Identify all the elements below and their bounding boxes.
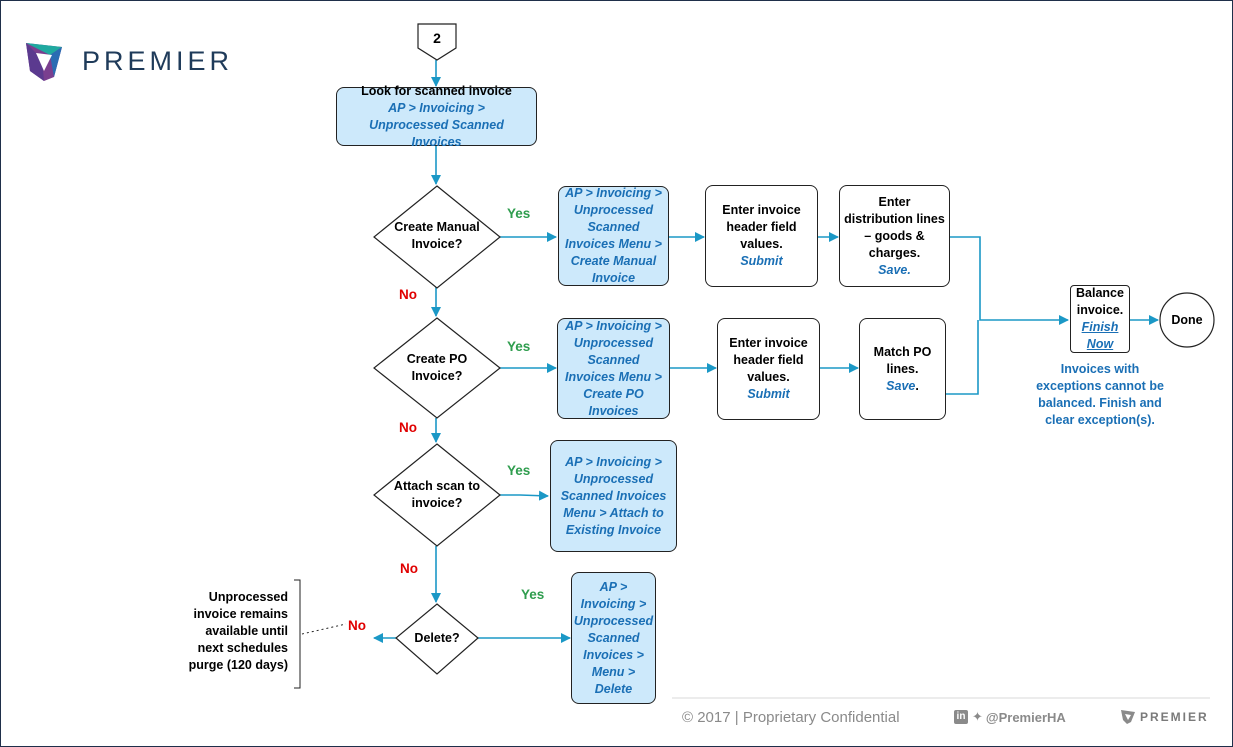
- done-label: Done: [1171, 312, 1203, 327]
- footer-brand: PREMIER: [1120, 709, 1209, 725]
- look-for-scanned-box: Look for scanned invoice AP > Invoicing …: [336, 84, 537, 149]
- manual-step1-action: Submit: [740, 254, 783, 268]
- attach-yes-label: Yes: [507, 463, 531, 478]
- balance-text: Balance invoice.: [1076, 286, 1124, 317]
- look-for-nav: AP > Invoicing > Unprocessed Scanned Inv…: [369, 100, 504, 149]
- linkedin-icon[interactable]: in: [954, 710, 968, 724]
- po-question: Create PO Invoice?: [406, 352, 468, 383]
- balance-box: Balance invoice. Finish Now: [1070, 285, 1130, 353]
- premier-logo-icon: [26, 43, 62, 81]
- unprocessed-note: Unprocessed invoice remains available un…: [188, 590, 288, 672]
- po-nav-box: AP > Invoicing > Unprocessed Scanned Inv…: [557, 318, 670, 419]
- social-handle[interactable]: @PremierHA: [985, 709, 1066, 725]
- po-step1-action: Submit: [747, 387, 790, 401]
- po-step2-box: Match PO lines. Save.: [859, 318, 946, 420]
- po-step2-text: Match PO lines.: [873, 344, 932, 376]
- footer-social: in ✦ @PremierHA: [954, 709, 1066, 725]
- attach-nav-box: AP > Invoicing > Unprocessed Scanned Inv…: [550, 440, 677, 552]
- delete-nav-box: AP > Invoicing > Unprocessed Scanned Inv…: [571, 572, 656, 704]
- look-for-title: Look for scanned invoice: [361, 83, 512, 98]
- delete-no-label: No: [348, 618, 366, 633]
- arrow-attach-yes: [500, 490, 549, 501]
- manual-question: Create Manual Invoice?: [394, 220, 480, 251]
- manual-nav-box: AP > Invoicing > Unprocessed Scanned Inv…: [558, 186, 669, 286]
- done-circle: [1159, 292, 1215, 348]
- delete-question: Delete?: [414, 630, 460, 645]
- offpage-connector: [417, 23, 457, 61]
- manual-step1-box: Enter invoice header field values. Submi…: [705, 185, 818, 287]
- attach-question: Attach scan to invoice?: [393, 479, 481, 510]
- po-step2-action: Save: [886, 378, 916, 393]
- po-no-label: No: [399, 420, 417, 435]
- exception-note: Invoices with exceptions cannot be balan…: [1036, 362, 1164, 427]
- attach-nav-text: AP > Invoicing > Unprocessed Scanned Inv…: [560, 454, 667, 537]
- twitter-icon[interactable]: ✦: [972, 709, 983, 724]
- footer-brand-name: PREMIER: [1140, 710, 1209, 724]
- po-step1-text: Enter invoice header field values.: [729, 336, 808, 384]
- manual-step1-text: Enter invoice header field values.: [722, 203, 801, 251]
- manual-no-label: No: [399, 287, 417, 302]
- po-nav-text: AP > Invoicing > Unprocessed Scanned Inv…: [565, 318, 662, 418]
- po-yes-label: Yes: [507, 339, 531, 354]
- attach-no-label: No: [400, 561, 418, 576]
- manual-step2-text: Enter distribution lines – goods & charg…: [844, 194, 945, 260]
- diamond-delete: [395, 603, 479, 675]
- balance-action: Finish Now: [1081, 320, 1119, 351]
- manual-yes-label: Yes: [507, 206, 531, 221]
- brand-name: PREMIER: [82, 45, 234, 76]
- arrow-manual-to-balance: [950, 236, 1069, 325]
- manual-step2-action: Save.: [878, 262, 911, 277]
- note-dotted-line: [301, 623, 347, 635]
- diamond-po: [373, 317, 501, 419]
- delete-nav-text: AP > Invoicing > Unprocessed Scanned Inv…: [573, 579, 654, 696]
- delete-yes-label: Yes: [521, 587, 545, 602]
- start-connector-label: 2: [433, 29, 441, 46]
- footer-copyright: © 2017 | Proprietary Confidential: [682, 709, 900, 726]
- manual-step2-box: Enter distribution lines – goods & charg…: [839, 185, 950, 287]
- footer-logo-icon: [1121, 710, 1135, 724]
- premier-logo: PREMIER: [20, 37, 233, 85]
- diamond-manual: [373, 185, 501, 289]
- arrow-po-to-balance: [946, 320, 979, 395]
- note-bracket: [294, 579, 301, 689]
- po-step1-box: Enter invoice header field values. Submi…: [717, 318, 820, 420]
- manual-nav-text: AP > Invoicing > Unprocessed Scanned Inv…: [565, 186, 662, 285]
- diamond-attach: [373, 443, 501, 547]
